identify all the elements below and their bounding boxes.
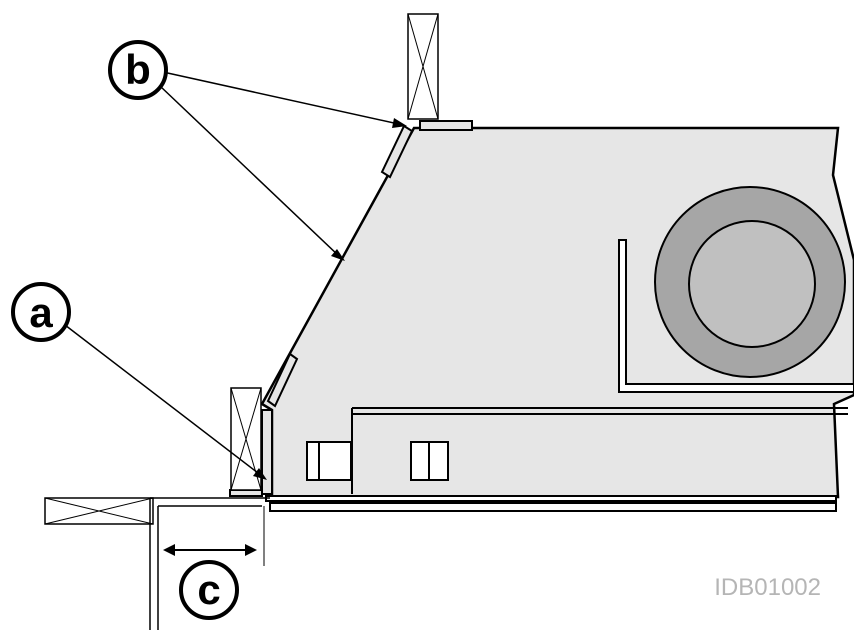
seal-strips	[229, 120, 473, 497]
fan-inner-disc	[688, 220, 816, 348]
figure-id: IDB01002	[714, 574, 821, 601]
callout-label-b: b	[125, 46, 151, 93]
base-rails	[265, 495, 837, 512]
callout-a: a	[11, 282, 71, 342]
spacer-block-top	[407, 13, 439, 120]
lower-compartment	[306, 407, 848, 494]
dimension-arrow-c	[163, 544, 257, 556]
inner-baffle	[618, 239, 854, 393]
callout-c: c	[179, 560, 239, 620]
callout-b: b	[108, 40, 168, 100]
callout-label-c: c	[197, 566, 220, 613]
spacer-block-left	[44, 497, 154, 525]
cabinet-panel	[149, 497, 270, 630]
leader-lines	[64, 71, 407, 480]
callout-label-a: a	[29, 289, 53, 336]
